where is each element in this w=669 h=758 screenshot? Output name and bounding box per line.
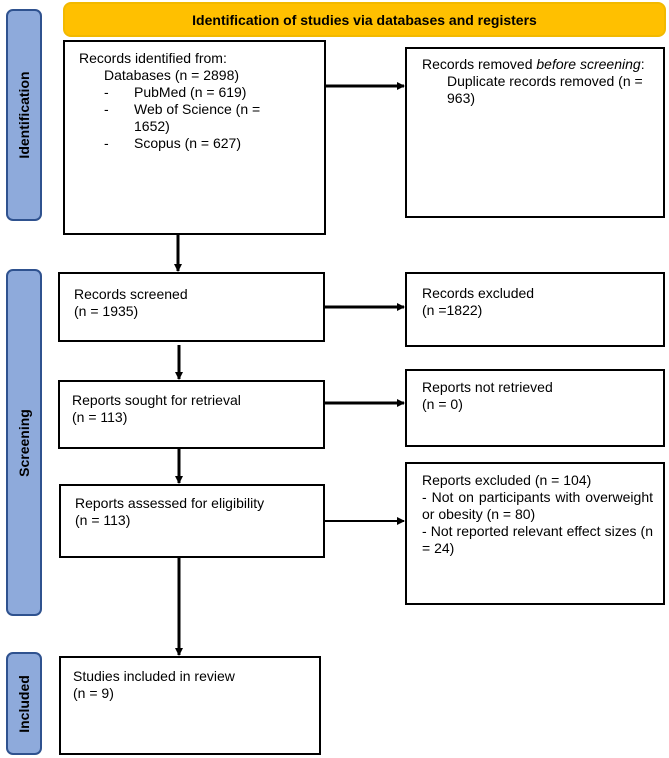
reports-excluded-title: Reports excluded (n = 104) bbox=[422, 472, 592, 488]
reports-assessed-box: Reports assessed for eligibility (n = 11… bbox=[59, 484, 325, 558]
records-removed-title: Records removed before screening: bbox=[422, 56, 645, 72]
exclusion-reason-population: - Not on participants with overweight or… bbox=[422, 489, 653, 522]
reports-sought-title: Reports sought for retrieval bbox=[72, 392, 241, 408]
source-pubmed: - PubMed (n = 619) bbox=[104, 84, 247, 100]
reports-sought-count: (n = 113) bbox=[72, 409, 128, 425]
records-screened-title: Records screened bbox=[74, 286, 188, 302]
reports-assessed-count: (n = 113) bbox=[75, 512, 131, 528]
source-web-of-science: - Web of Science (n = 1652) bbox=[104, 101, 261, 134]
phase-identification: Identification bbox=[6, 9, 42, 221]
exclusion-reason-effect-sizes: - Not reported relevant effect sizes (n … bbox=[422, 523, 653, 556]
reports-assessed-title: Reports assessed for eligibility bbox=[75, 495, 265, 511]
records-removed-box: Records removed before screening: Duplic… bbox=[405, 47, 665, 218]
databases-count: Databases (n = 2898) bbox=[104, 67, 240, 83]
phase-included: Included bbox=[6, 652, 42, 755]
records-excluded-box: Records excluded (n =1822) bbox=[405, 272, 665, 347]
reports-excluded-box: Reports excluded (n = 104) - Not on part… bbox=[405, 462, 665, 605]
reports-not-retrieved-count: (n = 0) bbox=[422, 396, 463, 412]
records-excluded-count: (n =1822) bbox=[422, 302, 483, 318]
phase-screening: Screening bbox=[6, 269, 42, 616]
duplicates-removed: Duplicate records removed (n = 963) bbox=[447, 73, 643, 106]
studies-included-title: Studies included in review bbox=[73, 668, 235, 684]
header-banner: Identification of studies via databases … bbox=[63, 2, 666, 37]
records-screened-box: Records screened (n = 1935) bbox=[58, 272, 325, 342]
studies-included-count: (n = 9) bbox=[73, 685, 114, 701]
records-screened-count: (n = 1935) bbox=[74, 303, 139, 319]
source-scopus: - Scopus (n = 627) bbox=[104, 135, 242, 151]
reports-not-retrieved-box: Reports not retrieved (n = 0) bbox=[405, 369, 665, 447]
reports-not-retrieved-title: Reports not retrieved bbox=[422, 379, 553, 395]
records-identified-title: Records identified from: bbox=[79, 50, 227, 66]
records-excluded-title: Records excluded bbox=[422, 285, 535, 301]
reports-sought-box: Reports sought for retrieval (n = 113) bbox=[58, 380, 325, 449]
records-identified-box: Records identified from: Databases (n = … bbox=[63, 40, 326, 235]
header-title: Identification of studies via databases … bbox=[192, 11, 537, 28]
studies-included-box: Studies included in review (n = 9) bbox=[59, 656, 321, 755]
